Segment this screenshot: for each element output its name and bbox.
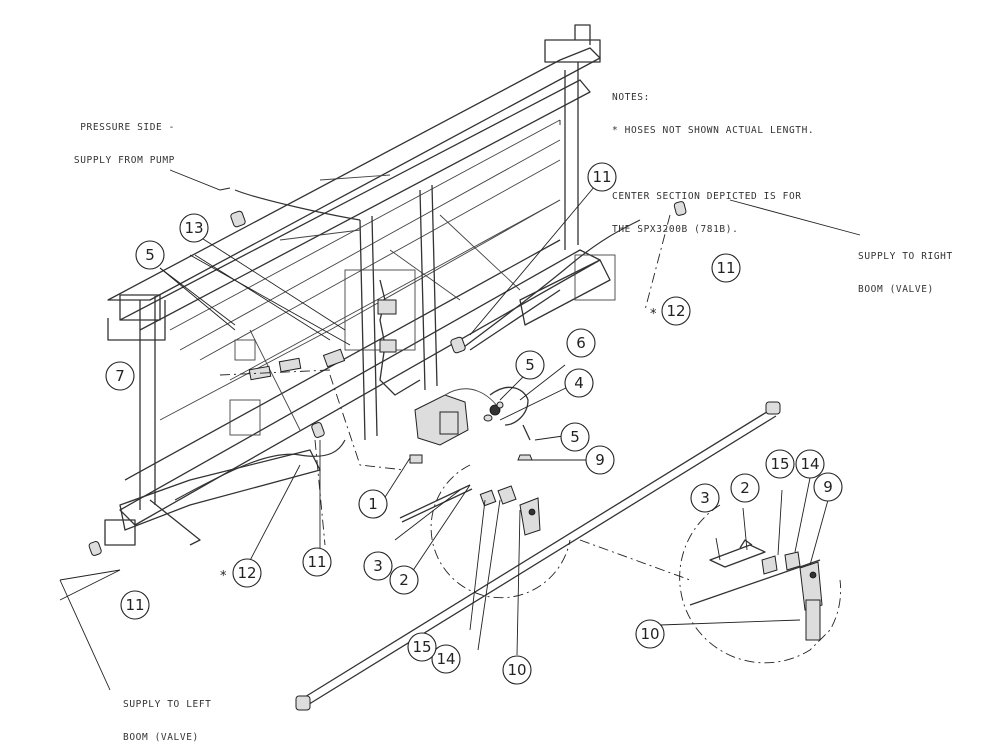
pressure-side-label: PRESSURE SIDE - SUPPLY FROM PUMP — [73, 122, 175, 166]
asterisk-mark: * — [220, 569, 227, 584]
callout-15: 15 — [407, 632, 437, 662]
svg-text:12: 12 — [666, 302, 685, 320]
notes-line-2: CENTER SECTION DEPICTED IS FOR — [612, 191, 802, 202]
callout-14b: 14 — [795, 449, 825, 479]
svg-text:5: 5 — [525, 356, 535, 374]
svg-text:11: 11 — [307, 553, 326, 571]
callout-5b: 5 — [515, 350, 545, 380]
boom-center-frame — [88, 24, 823, 711]
asterisk-mark: * — [650, 307, 657, 322]
svg-text:9: 9 — [823, 478, 833, 496]
callout-5c: 5 — [560, 422, 590, 452]
leader-lines — [59, 120, 861, 691]
svg-text:2: 2 — [399, 571, 409, 589]
parts-diagram: 1 2 3 4 5 5 5 6 7 9 9 10 10 11 11 11 11 … — [59, 24, 861, 711]
callout-11b: 11 — [711, 253, 741, 283]
callout-11: 11 — [587, 162, 617, 192]
callout-2b: 2 — [730, 473, 760, 503]
notes-line-1: * HOSES NOT SHOWN ACTUAL LENGTH. — [612, 125, 815, 136]
callout-10: 10 — [502, 655, 532, 685]
callout-15b: 15 — [765, 449, 795, 479]
svg-text:4: 4 — [574, 374, 584, 392]
svg-text:13: 13 — [184, 219, 203, 237]
callout-7: 7 — [105, 361, 135, 391]
callout-3b: 3 — [690, 483, 720, 513]
callout-14: 14 — [431, 644, 461, 674]
svg-text:10: 10 — [507, 661, 526, 679]
svg-text:14: 14 — [800, 455, 819, 473]
svg-text:11: 11 — [592, 168, 611, 186]
callout-11d: 11 — [120, 590, 150, 620]
callout-1: 1 — [358, 489, 388, 519]
callout-5: 5 — [135, 240, 165, 270]
callout-9b: 9 — [813, 472, 843, 502]
callout-10b: 10 — [635, 619, 665, 649]
svg-text:11: 11 — [125, 596, 144, 614]
svg-text:2: 2 — [740, 479, 750, 497]
callout-4: 4 — [564, 368, 594, 398]
svg-text:6: 6 — [576, 334, 586, 352]
callout-12-left: 12 — [232, 558, 262, 588]
notes-heading: NOTES: — [612, 92, 650, 103]
svg-text:3: 3 — [700, 489, 710, 507]
svg-text:11: 11 — [716, 259, 735, 277]
svg-text:3: 3 — [373, 557, 383, 575]
svg-text:1: 1 — [368, 495, 378, 513]
svg-text:15: 15 — [770, 455, 789, 473]
callout-3: 3 — [363, 551, 393, 581]
right-boom-label: SUPPLY TO RIGHT BOOM (VALVE) — [858, 251, 953, 295]
callout-6: 6 — [566, 328, 596, 358]
svg-text:12: 12 — [237, 564, 256, 582]
svg-text:14: 14 — [436, 650, 455, 668]
notes-line-3: THE SPX3200B (781B). — [612, 224, 739, 235]
callout-12-right: 12 — [661, 296, 691, 326]
svg-text:5: 5 — [145, 246, 155, 264]
callout-11c: 11 — [302, 547, 332, 577]
svg-text:9: 9 — [595, 451, 605, 469]
callout-9: 9 — [585, 445, 615, 475]
callout-13: 13 — [179, 213, 209, 243]
svg-text:5: 5 — [570, 428, 580, 446]
svg-text:15: 15 — [412, 638, 431, 656]
svg-text:10: 10 — [640, 625, 659, 643]
notes-block: NOTES: * HOSES NOT SHOWN ACTUAL LENGTH. … — [612, 70, 814, 246]
svg-text:7: 7 — [115, 367, 125, 385]
callout-2: 2 — [389, 565, 419, 595]
